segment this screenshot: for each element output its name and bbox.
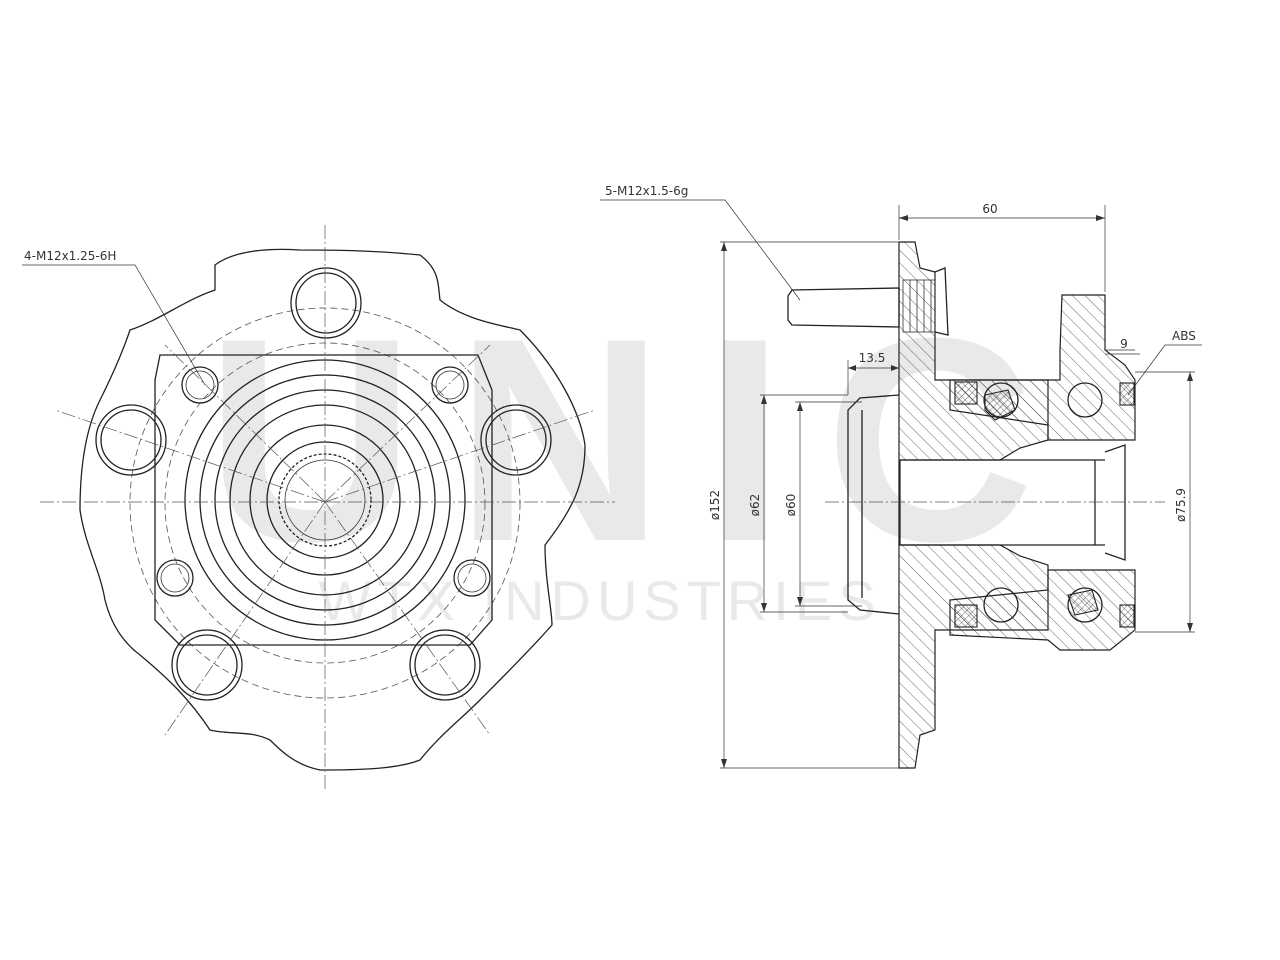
threaded-hole — [435, 370, 465, 400]
abs-leader — [1127, 344, 1202, 396]
radial-line — [164, 344, 326, 503]
stud-holes — [95, 267, 552, 701]
watermark-brand: UNIC — [206, 278, 1075, 602]
stud-hole — [176, 634, 238, 696]
stud-head — [934, 267, 949, 336]
stud-hole — [414, 634, 476, 696]
dim-62: ø62 — [748, 494, 762, 517]
seal-ring — [954, 604, 978, 628]
bearing-ball — [1067, 382, 1103, 418]
dim-13-5: 13.5 — [859, 351, 886, 365]
threaded-hole — [185, 370, 215, 400]
threaded-hole — [181, 366, 219, 404]
dim-60-dia: ø60 — [784, 494, 798, 517]
dim-9: 9 — [1120, 337, 1128, 351]
stud-hole — [480, 404, 552, 476]
seal — [984, 389, 1016, 421]
threaded-holes — [156, 366, 491, 597]
stud-knurl — [902, 279, 936, 333]
abs-ring — [1119, 604, 1135, 628]
watermark-subtitle: WTX INDUSTRIES — [318, 569, 881, 632]
wheel-stud — [787, 287, 900, 328]
abs-ring — [1119, 382, 1135, 406]
seal-ring — [954, 381, 978, 405]
dim-60: 60 — [982, 202, 997, 216]
bore-end — [1104, 444, 1126, 561]
stud-thread-leader — [600, 199, 801, 301]
radial-line — [324, 501, 491, 736]
side-section-view: 60 13.5 9 ABS 5-M12x1.5-6g ø152 ø62 — [600, 184, 1202, 769]
radial-line — [324, 409, 596, 503]
pilot-cylinder — [847, 394, 900, 615]
stud-hole — [485, 409, 547, 471]
radial-line — [164, 501, 326, 736]
hub-body — [154, 354, 493, 646]
thread-leader — [22, 264, 206, 386]
threaded-hole — [453, 559, 491, 597]
threaded-hole — [431, 366, 469, 404]
radial-line — [324, 344, 491, 503]
stud-hole — [95, 404, 167, 476]
threaded-hole — [160, 563, 190, 593]
stud-hole — [409, 629, 481, 701]
stud-hole — [100, 409, 162, 471]
bearing-ball — [983, 587, 1019, 623]
dim-152: ø152 — [708, 490, 722, 520]
stud-hole — [295, 272, 357, 334]
dim-75-9: ø75.9 — [1174, 488, 1188, 522]
threaded-hole — [156, 559, 194, 597]
front-thread-label: 4-M12x1.25-6H — [24, 249, 116, 263]
hub-section-bottom — [949, 569, 1136, 651]
front-view: 4-M12x1.25-6H — [22, 225, 615, 790]
flange-outline — [79, 248, 586, 771]
radial-line — [54, 409, 326, 503]
stud-hole — [290, 267, 362, 339]
stud-hole — [171, 629, 243, 701]
bearing-ball — [1067, 587, 1103, 623]
threaded-hole — [457, 563, 487, 593]
watermark: UNIC WTX INDUSTRIES — [206, 278, 1075, 632]
abs-label: ABS — [1172, 329, 1196, 343]
stud-thread-label: 5-M12x1.5-6g — [605, 184, 688, 198]
seal — [1067, 589, 1099, 616]
